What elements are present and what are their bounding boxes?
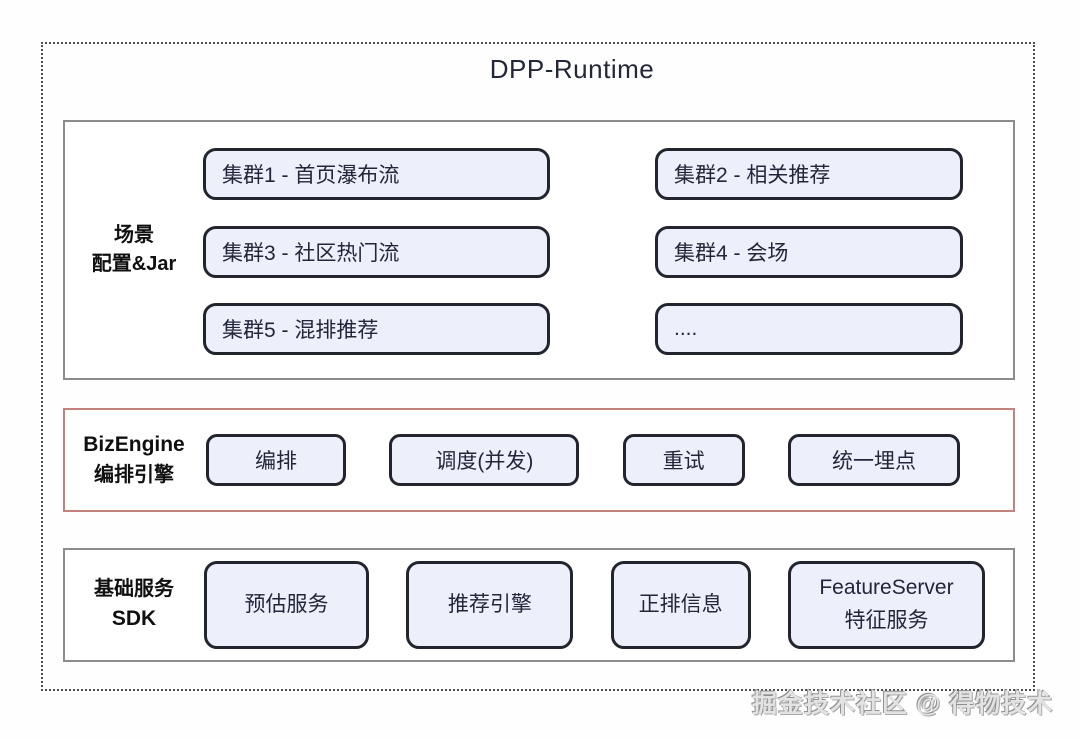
cluster-box-3: 集群3 - 社区热门流 bbox=[203, 225, 550, 278]
sdk-box-line: 特征服务 bbox=[844, 609, 929, 632]
section-biz-engine: BizEngine 编排引擎 编排 调度(并发) 重试 统一埋点 bbox=[63, 408, 1015, 512]
section-label-line: 场景 bbox=[114, 224, 154, 246]
engine-capability-row: 编排 调度(并发) 重试 统一埋点 bbox=[203, 410, 1013, 510]
section-label-line: SDK bbox=[111, 607, 157, 631]
sdk-box-prediction: 预估服务 bbox=[204, 561, 369, 649]
cluster-box-4: 集群4 - 会场 bbox=[655, 225, 963, 278]
cluster-box-more: .... bbox=[655, 303, 963, 355]
section-base-service-sdk: 基础服务 SDK 预估服务 推荐引擎 正排信息 FeatureServer 特征… bbox=[63, 548, 1015, 662]
section-scene-config-label: 场景 配置&Jar bbox=[65, 122, 203, 378]
section-biz-engine-label: BizEngine 编排引擎 bbox=[65, 410, 203, 510]
sdk-box-line: 推荐引擎 bbox=[447, 592, 532, 616]
section-label-line: 配置&Jar bbox=[91, 253, 177, 275]
watermark: 掘金技术社区 @ 得物技术 bbox=[752, 690, 1054, 718]
section-scene-config: 场景 配置&Jar 集群1 - 首页瀑布流 集群2 - 相关推荐 集群3 - 社… bbox=[63, 120, 1015, 380]
section-label-line: 基础服务 bbox=[94, 578, 174, 601]
cluster-box-1: 集群1 - 首页瀑布流 bbox=[203, 148, 550, 200]
sdk-box-line: FeatureServer bbox=[819, 576, 954, 600]
cluster-grid: 集群1 - 首页瀑布流 集群2 - 相关推荐 集群3 - 社区热门流 集群4 -… bbox=[203, 122, 1013, 378]
engine-box-tracking: 统一埋点 bbox=[787, 434, 960, 486]
section-base-service-sdk-label: 基础服务 SDK bbox=[65, 550, 203, 660]
diagram-title: DPP-Runtime bbox=[489, 54, 655, 84]
sdk-box-forward-index: 正排信息 bbox=[610, 561, 751, 649]
sdk-box-feature-server: FeatureServer 特征服务 bbox=[787, 561, 985, 649]
engine-box-orchestration: 编排 bbox=[206, 434, 346, 486]
section-label-line: 编排引擎 bbox=[94, 463, 174, 486]
sdk-service-row: 预估服务 推荐引擎 正排信息 FeatureServer 特征服务 bbox=[203, 550, 1013, 660]
dotted-border-frame bbox=[41, 42, 1035, 691]
section-label-line: BizEngine bbox=[83, 433, 185, 457]
engine-box-retry: 重试 bbox=[622, 434, 745, 486]
cluster-box-5: 集群5 - 混排推荐 bbox=[203, 303, 550, 355]
sdk-box-line: 预估服务 bbox=[244, 592, 329, 616]
engine-box-scheduling: 调度(并发) bbox=[389, 434, 580, 486]
sdk-box-line: 正排信息 bbox=[638, 592, 723, 616]
sdk-box-recommend-engine: 推荐引擎 bbox=[406, 561, 574, 649]
cluster-box-2: 集群2 - 相关推荐 bbox=[655, 148, 963, 200]
